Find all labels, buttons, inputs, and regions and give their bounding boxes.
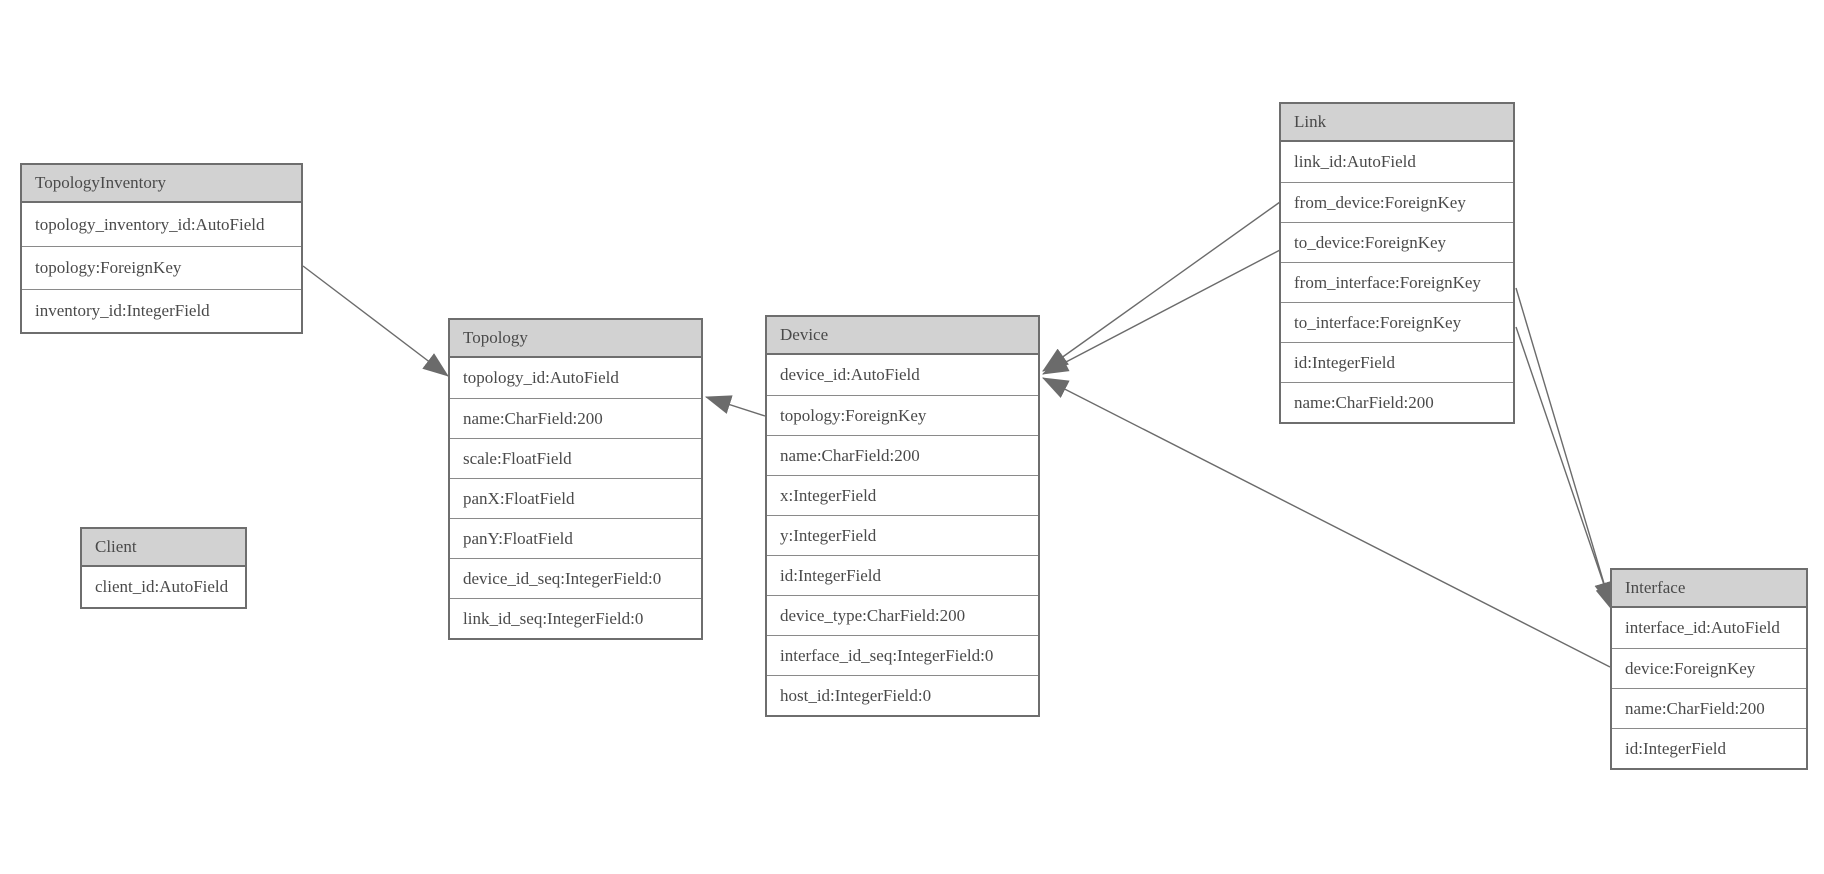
table-row: name:CharField:200 <box>1612 688 1806 728</box>
table-row: panX:FloatField <box>450 478 701 518</box>
table-row: device_id:AutoField <box>780 365 920 384</box>
entity-table-device: Device device_id:AutoField topology:Forei… <box>765 315 1040 717</box>
table-row: topology:ForeignKey <box>22 246 301 289</box>
edge-link-fromdevice-device <box>1042 201 1281 372</box>
table-row: device_id_seq:IntegerField:0 <box>450 558 701 598</box>
table-header: Interface <box>1612 570 1806 608</box>
table-header: TopologyInventory <box>22 165 301 203</box>
entity-table-interface: Interface interface_id:AutoField device:F… <box>1610 568 1808 770</box>
table-row: name:CharField:200 <box>450 398 701 438</box>
table-header: Device <box>767 317 1038 355</box>
table-row: topology_id:AutoField <box>463 368 619 387</box>
edge-topologyinventory-topology <box>302 265 449 377</box>
table-row: from_device:ForeignKey <box>1281 182 1513 222</box>
table-row: to_interface:ForeignKey <box>1281 302 1513 342</box>
table-row: name:CharField:200 <box>1281 382 1513 422</box>
table-row: inventory_id:IntegerField <box>22 289 301 332</box>
table-header: Link <box>1281 104 1513 142</box>
table-row: panY:FloatField <box>450 518 701 558</box>
table-row: host_id:IntegerField:0 <box>767 675 1038 715</box>
table-row: id:IntegerField <box>1281 342 1513 382</box>
table-row: device:ForeignKey <box>1612 648 1806 688</box>
entity-table-link: Link link_id:AutoField from_device:Foreig… <box>1279 102 1515 424</box>
entity-table-topologyinventory: TopologyInventory topology_inventory_id:… <box>20 163 303 334</box>
table-row: id:IntegerField <box>767 555 1038 595</box>
table-row: link_id_seq:IntegerField:0 <box>450 598 701 638</box>
table-row: scale:FloatField <box>450 438 701 478</box>
entity-table-client: Client client_id:AutoField <box>80 527 247 609</box>
table-row: interface_id:AutoField <box>1625 618 1780 637</box>
table-row: to_device:ForeignKey <box>1281 222 1513 262</box>
table-row: topology_inventory_id:AutoField <box>35 214 265 234</box>
edge-link-frominterface-interface <box>1515 287 1614 609</box>
table-header: Client <box>82 529 245 567</box>
edge-device-topology <box>704 395 766 417</box>
edge-link-todevice-device <box>1042 249 1281 375</box>
table-header: Topology <box>450 320 701 358</box>
table-row: device_type:CharField:200 <box>767 595 1038 635</box>
table-row: name:CharField:200 <box>767 435 1038 475</box>
table-row: x:IntegerField <box>767 475 1038 515</box>
edge-link-tointerface-interface <box>1515 326 1615 613</box>
table-row: id:IntegerField <box>1612 728 1806 768</box>
table-rows: client_id:AutoField <box>82 567 245 607</box>
entity-table-topology: Topology topology_id:AutoField name:CharF… <box>448 318 703 640</box>
table-row: y:IntegerField <box>767 515 1038 555</box>
table-rows: topology_inventory_id:AutoField topology:… <box>22 203 301 332</box>
table-row: topology:ForeignKey <box>767 395 1038 435</box>
table-row: client_id:AutoField <box>95 577 229 596</box>
table-row: interface_id_seq:IntegerField:0 <box>767 635 1038 675</box>
table-row: from_interface:ForeignKey <box>1281 262 1513 302</box>
table-row: link_id:AutoField <box>1294 152 1416 171</box>
